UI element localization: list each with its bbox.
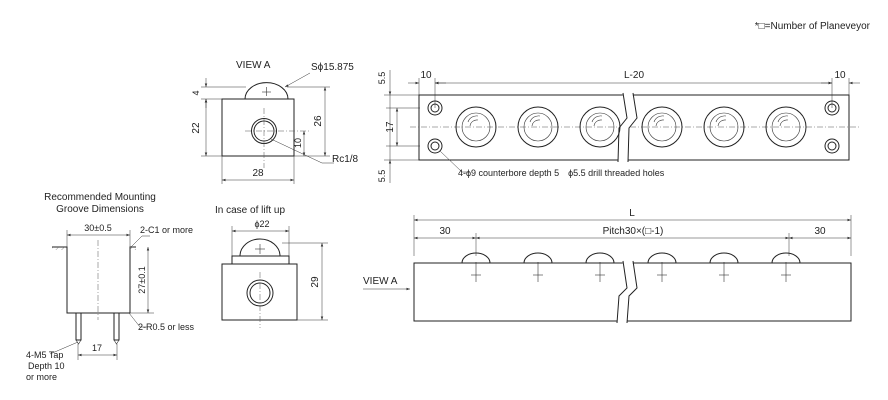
rail-body-top — [418, 94, 850, 161]
groove-title-line1: Recommended Mounting — [44, 192, 156, 203]
dim-30-right: 30 — [814, 226, 826, 237]
mounting-hole — [824, 138, 840, 154]
pitch-label: Pitch30×(□-1) — [603, 226, 664, 237]
ball-unit — [579, 106, 621, 148]
view-a-title: VIEW A — [236, 60, 271, 71]
mounting-hole — [427, 100, 443, 116]
dim-10: 10 — [293, 138, 303, 148]
block-body — [221, 98, 295, 157]
groove-chamfer: 2-C1 or more — [140, 225, 193, 235]
dim-4: 4 — [191, 90, 201, 95]
view-a: VIEW A Sϕ15.875 4 22 26 10 Rc1/ — [191, 60, 359, 184]
mounting-groove: Recommended Mounting Groove Dimensions 3… — [26, 192, 195, 382]
thread-label: Rc1/8 — [332, 154, 359, 165]
dim-22: 22 — [191, 122, 202, 134]
ball-outline — [244, 82, 289, 100]
tap-line2: Depth 10 — [28, 361, 65, 371]
front-ball — [709, 252, 739, 282]
dim-5-5-bottom: 5.5 — [377, 170, 387, 183]
tap-line3: or more — [26, 372, 57, 382]
hole-note: 4-ϕ9 counterbore depth 5 ϕ5.5 drill thre… — [458, 168, 665, 178]
ball-unit — [455, 106, 497, 148]
lift-up-view: In case of lift up ϕ22 29 — [215, 205, 328, 328]
tap-left — [75, 312, 82, 341]
lift-ball — [239, 238, 281, 257]
dim-10-left: 10 — [420, 70, 432, 81]
groove-depth: 27±0.1 — [137, 266, 147, 293]
lift-dim-29: 29 — [310, 276, 321, 288]
lift-body — [221, 263, 298, 321]
groove-width: 30±0.5 — [84, 223, 111, 233]
lift-cap — [231, 255, 290, 265]
lift-diameter: ϕ22 — [254, 219, 269, 229]
planeveyor-count-note: *□=Number of Planeveyor — [755, 21, 871, 32]
view-a-arrow-label: VIEW A — [363, 276, 398, 287]
front-ball — [461, 252, 491, 282]
front-ball — [647, 252, 677, 282]
mounting-hole — [824, 100, 840, 116]
front-ball — [523, 252, 553, 282]
dim-10-right: 10 — [834, 70, 846, 81]
mounting-hole — [427, 138, 443, 154]
front-ball — [771, 252, 801, 282]
tap-right — [113, 312, 120, 341]
ball-unit — [703, 106, 745, 148]
lift-up-title: In case of lift up — [215, 205, 285, 216]
dim-l-20: L-20 — [624, 70, 644, 81]
front-view: L 30 Pitch30×(□-1) 30 — [363, 208, 852, 324]
groove-outline — [52, 246, 136, 314]
dim-30-left: 30 — [439, 226, 451, 237]
front-ball — [585, 252, 615, 282]
groove-radius: 2-R0.5 or less — [138, 322, 195, 332]
front-break-mask — [617, 261, 633, 323]
top-view: 5.5 17 5.5 10 L-20 10 — [377, 70, 860, 183]
groove-dim-17: 17 — [92, 343, 102, 353]
sphere-diameter-label: Sϕ15.875 — [311, 62, 354, 73]
ball-unit — [765, 106, 807, 148]
dim-28: 28 — [252, 168, 264, 179]
ball-unit — [517, 106, 559, 148]
ball-unit — [641, 106, 683, 148]
dim-L: L — [629, 208, 635, 219]
dim-26: 26 — [313, 115, 324, 127]
dim-5-5-top: 5.5 — [377, 72, 387, 85]
break-mask — [618, 93, 633, 162]
groove-title-line2: Groove Dimensions — [56, 204, 144, 215]
tap-line1: 4-M5 Tap — [26, 350, 63, 360]
dim-17: 17 — [385, 121, 396, 133]
